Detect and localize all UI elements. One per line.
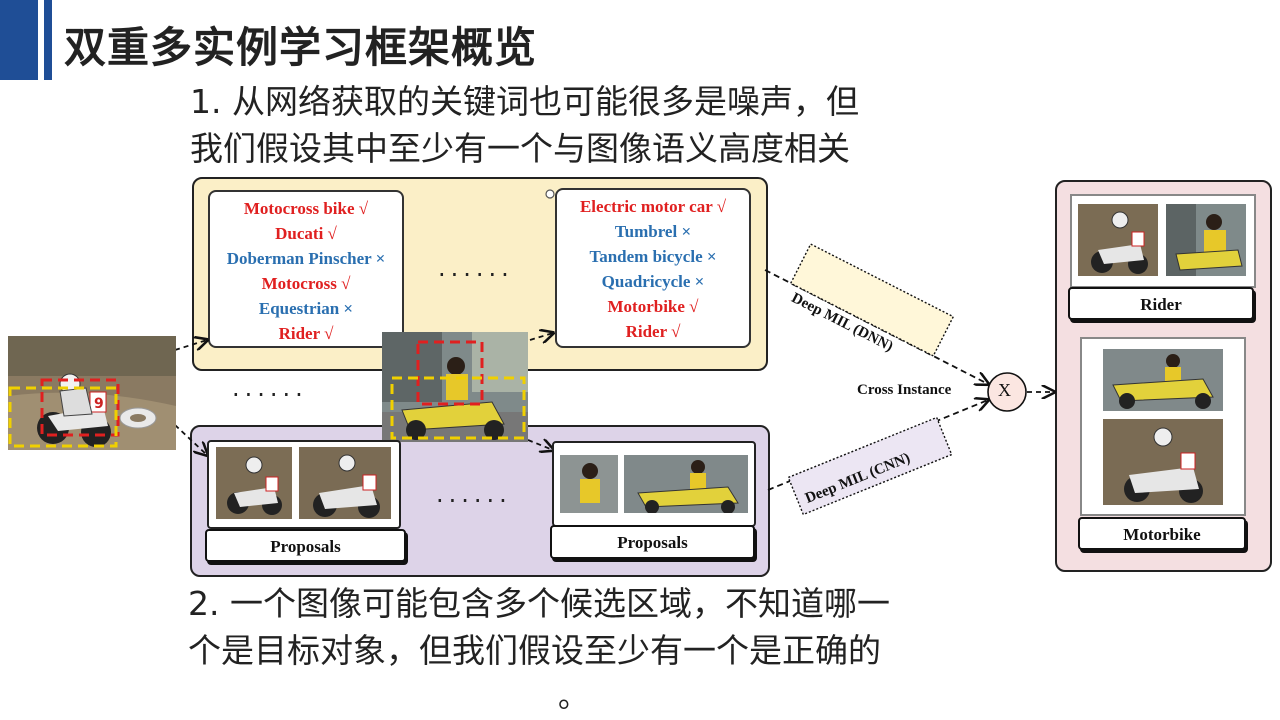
result-motorbike-images	[1080, 337, 1246, 516]
result-motorbike-label: Motorbike	[1078, 517, 1246, 550]
note-proposals-line3: 。	[558, 672, 588, 716]
result-motorbike-thumb-1	[1103, 349, 1223, 411]
fusion-symbol: X	[998, 380, 1011, 401]
note-proposals-line2: 个是目标对象，但我们假设至少有一个是正确的	[188, 627, 890, 674]
result-rider-thumb-1	[1078, 204, 1158, 276]
proposals-box-right	[552, 441, 756, 527]
result-motorbike-thumb-2	[1103, 419, 1223, 505]
input-image-scooter	[382, 332, 528, 442]
input-image-motocross: 9	[8, 336, 176, 450]
proposals-label-left: Proposals	[205, 529, 406, 562]
proposal-thumb-2	[299, 447, 391, 519]
svg-text:9: 9	[94, 396, 104, 412]
result-rider-images	[1070, 194, 1256, 288]
cross-instance-label: Cross Instance	[857, 382, 951, 399]
proposal-thumb-3	[560, 455, 618, 513]
note-proposals-line1: 2. 一个图像可能包含多个候选区域，不知道哪一	[188, 580, 890, 627]
result-rider-label: Rider	[1068, 287, 1254, 320]
note-proposals: 2. 一个图像可能包含多个候选区域，不知道哪一 个是目标对象，但我们假设至少有一…	[188, 580, 890, 674]
result-rider-thumb-2	[1166, 204, 1246, 276]
proposal-thumb-4	[624, 455, 748, 513]
proposals-label-right: Proposals	[550, 525, 755, 559]
proposal-thumb-1	[216, 447, 292, 519]
proposals-box-left	[207, 440, 401, 529]
